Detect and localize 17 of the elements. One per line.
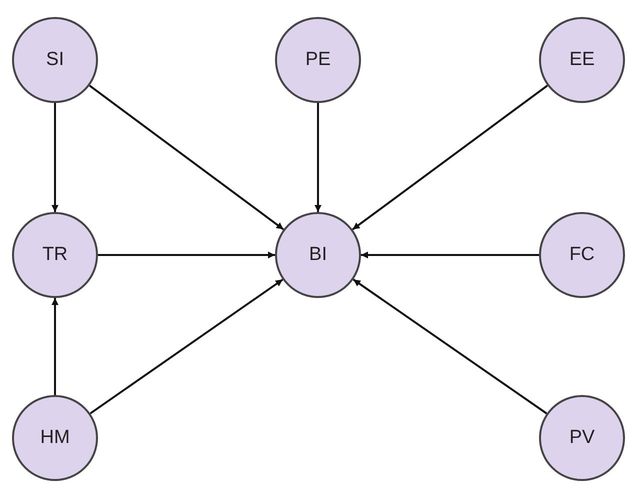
node-label: FC <box>569 244 595 266</box>
node-label: BI <box>309 244 327 266</box>
arrow <box>88 84 284 230</box>
node-label: SI <box>46 49 64 71</box>
arrow <box>352 278 548 414</box>
node-label: PE <box>305 49 331 71</box>
arrow <box>98 252 275 258</box>
arrow <box>314 103 322 212</box>
arrow <box>90 278 284 414</box>
arrow <box>361 252 539 258</box>
node-label: PV <box>569 427 595 449</box>
node-label: HM <box>40 427 70 449</box>
arrow <box>52 298 58 395</box>
node-label: EE <box>569 49 595 71</box>
arrow <box>52 103 58 212</box>
arrow <box>352 84 548 230</box>
node-label: TR <box>42 244 68 266</box>
